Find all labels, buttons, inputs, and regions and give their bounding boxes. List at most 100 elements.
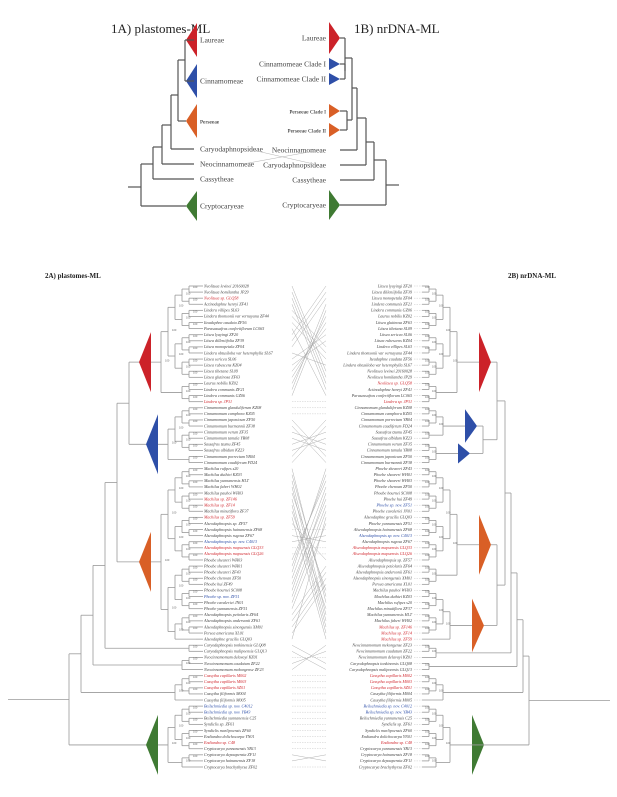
tanglegram-connector bbox=[291, 328, 327, 396]
support-value: 100 bbox=[425, 517, 430, 521]
support-value: 100 bbox=[432, 389, 437, 393]
right-taxon-label: Alseodaphnopsis sinongensis XM01 bbox=[352, 576, 412, 581]
collapsed-laureae-triangle bbox=[139, 332, 151, 393]
support-value: 100 bbox=[193, 395, 198, 399]
tanglegram-connector bbox=[291, 505, 327, 597]
left-taxon-label: Phoebe cavaleriei JN01 bbox=[203, 600, 243, 605]
left-taxon-label: Parasassafras confertiflorum LC065 bbox=[203, 326, 264, 331]
left-taxon-label: Alseodaphnopsis petiolaris ZF64 bbox=[203, 612, 258, 617]
left-taxon-label: Alseodaphnopsis rugosa ZF67 bbox=[203, 533, 255, 538]
left-taxon-label: Phoebe chenoan ZF50 bbox=[203, 576, 241, 581]
right-taxon-label: Lindera villipes SL63 bbox=[376, 344, 412, 349]
support-value: 100 bbox=[425, 644, 430, 648]
support-value: 100 bbox=[193, 370, 198, 374]
right-taxon-label: Alseodaphnopsis hainanensis ZF68 bbox=[353, 527, 412, 532]
right-taxon-label: Phoebe sheareri ZF43 bbox=[374, 466, 412, 471]
support-value: 100 bbox=[425, 565, 430, 569]
right-taxon-label: Neocinnamomum mekongense ZF23 bbox=[351, 643, 412, 648]
left-taxon-label: Cryptocarya hainanensis ZF18 bbox=[204, 758, 255, 763]
support-value: 100 bbox=[193, 358, 198, 362]
collapsed-clade-perseeae-clade-ii bbox=[329, 123, 340, 137]
left-taxon-label: Machilus rufipes s20 bbox=[203, 466, 238, 471]
tanglegram-connector bbox=[291, 565, 327, 615]
clade-label-cassytheae: Cassytheae bbox=[292, 176, 326, 185]
collapsed-cinnamomeae-triangle bbox=[146, 414, 158, 475]
support-value: 100 bbox=[193, 310, 198, 314]
support-value: 100 bbox=[186, 364, 191, 368]
right-taxon-label: Phoebe hui ZF49 bbox=[383, 496, 412, 501]
left-taxon-label: Cassytha capillaris M002 bbox=[204, 673, 246, 678]
left-taxon-label: Machilus sp. ZF146 bbox=[203, 496, 238, 501]
left-taxon-label: Cryptocarya depauperata ZF11 bbox=[204, 752, 256, 757]
right-taxon-label: Laurus nobilis KZ02 bbox=[377, 314, 412, 319]
right-taxon-label: Cassytha capillaris SZ01 bbox=[371, 685, 412, 690]
collapsed-perseeae-triangle bbox=[139, 531, 151, 592]
right-taxon-label: Neocinnamomum delavayi KZ01 bbox=[357, 655, 412, 660]
left-taxon-label: Phoebe sheareri WH03 bbox=[203, 557, 242, 562]
support-value: 100 bbox=[179, 689, 184, 693]
support-value: 100 bbox=[193, 492, 198, 496]
support-value: 100 bbox=[425, 626, 430, 630]
support-value: 100 bbox=[179, 584, 184, 588]
left-taxon-label: Actinodaphne henryi ZF41 bbox=[203, 302, 248, 307]
tanglegram-connector bbox=[291, 645, 327, 664]
support-value: 100 bbox=[425, 553, 430, 557]
support-value: 100 bbox=[425, 529, 430, 533]
right-taxon-label: Beilschmiedia sp. nov. YB43 bbox=[366, 710, 412, 715]
support-value: 100 bbox=[425, 614, 430, 618]
right-taxon-label: Cryptocarya yunnanensis YB13 bbox=[360, 746, 412, 751]
right-taxon-label: Phoebe sheareri WH03 bbox=[373, 478, 412, 483]
support-value: 100 bbox=[432, 474, 437, 478]
left-taxon-label: Machilus sp. ZF14 bbox=[203, 502, 235, 507]
right-taxon-label: Neocinnamomum caudatum ZF22 bbox=[355, 649, 412, 654]
left-taxon-label: Cassytha capillaris M003 bbox=[204, 679, 246, 684]
support-value: 100 bbox=[425, 285, 430, 289]
right-taxon-label: Machilus pauhoi WH03 bbox=[372, 588, 412, 593]
right-taxon-label: Machilus duthiei KZ03 bbox=[373, 594, 412, 599]
clade-label-cinnamomeae: Cinnamomeae bbox=[200, 77, 244, 86]
support-value: 100 bbox=[432, 711, 437, 715]
left-taxon-label: Machilus yunnanensis HLT bbox=[203, 478, 250, 483]
support-value: 100 bbox=[179, 628, 184, 632]
support-value: 100 bbox=[425, 577, 430, 581]
left-taxon-label: Alseodaphnopsis sinongensis XM01 bbox=[203, 624, 263, 629]
support-value: 100 bbox=[432, 523, 437, 527]
right-taxon-label: Litsea monopetala ZF04 bbox=[371, 295, 412, 300]
right-taxon-label: Alseodaphnopsis sp. ZF57 bbox=[368, 557, 413, 562]
left-taxon-label: Phoebe sheareri ZF43 bbox=[203, 569, 241, 574]
tanglegram-connector bbox=[291, 754, 327, 762]
fig1-cross-connector bbox=[247, 148, 319, 166]
support-value: 100 bbox=[425, 346, 430, 350]
support-value: 100 bbox=[425, 687, 430, 691]
support-value: 100 bbox=[193, 705, 198, 709]
clade-label-cryptocaryeae: Cryptocaryeae bbox=[200, 202, 244, 211]
clade-label-cinnamomeae-clade-ii: Cinnamomeae Clade II bbox=[256, 75, 326, 84]
support-value: 100 bbox=[186, 437, 191, 441]
support-value: 100 bbox=[179, 352, 184, 356]
support-value: 100 bbox=[186, 498, 191, 502]
left-taxon-label: Machilus faberi WH02 bbox=[203, 484, 242, 489]
support-value: 100 bbox=[425, 541, 430, 545]
support-value: 100 bbox=[425, 370, 430, 374]
fig1b-title: 1B) nrDNA-ML bbox=[354, 21, 440, 36]
right-taxon-label: Litsea dilleniifolia ZF39 bbox=[371, 289, 412, 294]
left-taxon-label: Lindera thomsonii var vernayana ZF44 bbox=[203, 314, 269, 319]
support-value: 100 bbox=[193, 431, 198, 435]
tanglegram-connector bbox=[291, 352, 327, 366]
support-value: 100 bbox=[432, 759, 437, 763]
clade-label-perseeae-clade-i: Perseeae Clade I bbox=[289, 110, 326, 116]
left-taxon-label: Lindera obtusiloba var heterophylla SL67 bbox=[203, 350, 274, 355]
tanglegram-connector bbox=[291, 499, 327, 628]
left-taxon-label: Cinnamomum porrectum YB04 bbox=[204, 454, 255, 459]
support-value: 100 bbox=[193, 529, 198, 533]
fig2b-title: 2B) nrDNA-ML bbox=[508, 272, 556, 280]
support-value: 100 bbox=[439, 535, 444, 539]
left-taxon-label: Cinnamomum camphora KZ05 bbox=[204, 411, 255, 416]
left-taxon-label: Syndiclis sp. ZF61 bbox=[204, 722, 234, 727]
right-taxon-label: Lindera thomsonii var vernayana ZF44 bbox=[346, 350, 412, 355]
tanglegram-connector bbox=[291, 578, 327, 628]
left-taxon-label: Lindera villipes SL63 bbox=[203, 308, 239, 313]
left-taxon-label: Litsea dilleniifolia ZF39 bbox=[203, 338, 244, 343]
support-value: 100 bbox=[432, 547, 437, 551]
support-value: 100 bbox=[172, 606, 177, 610]
